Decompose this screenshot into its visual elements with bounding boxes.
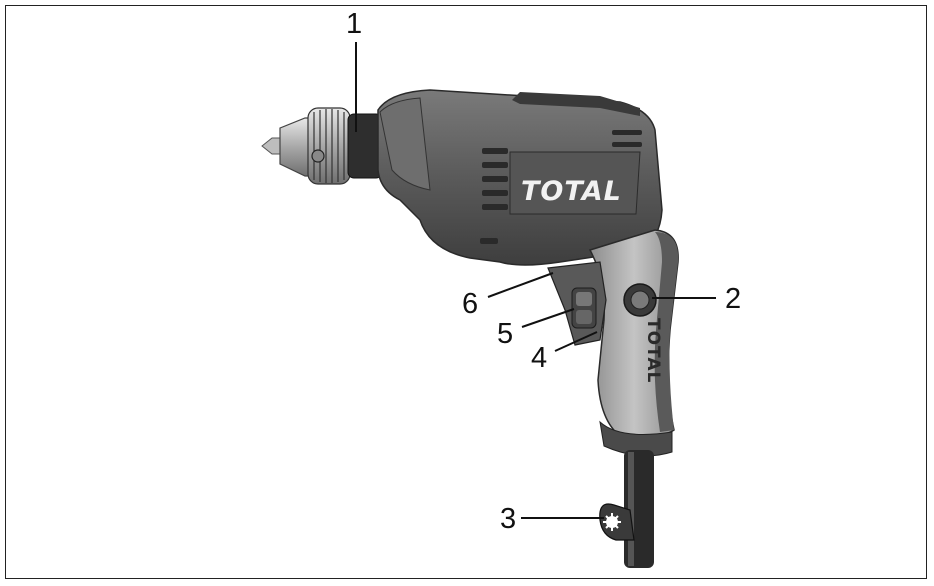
motor-housing [377,89,663,266]
handle-brand-logo: TOTAL [643,318,663,383]
leader-line-6 [487,272,554,298]
body-brand-logo: TOTAL [521,176,622,207]
callout-3: 3 [500,503,517,535]
leader-lines [355,42,716,519]
pistol-grip-handle [588,229,679,457]
keyed-chuck [279,107,383,185]
trigger-switch [547,261,607,346]
cord-clamp [599,503,635,541]
callout-2: 2 [725,283,742,315]
air-vents [480,148,508,244]
lock-on-button [623,283,657,317]
leader-line-4 [554,331,598,352]
callout-4: 4 [531,342,548,374]
callout-1: 1 [346,8,363,40]
leader-line-5 [521,308,575,328]
callout-5: 5 [497,318,514,350]
callout-6: 6 [462,288,479,320]
drill-bit-tip [261,137,283,155]
